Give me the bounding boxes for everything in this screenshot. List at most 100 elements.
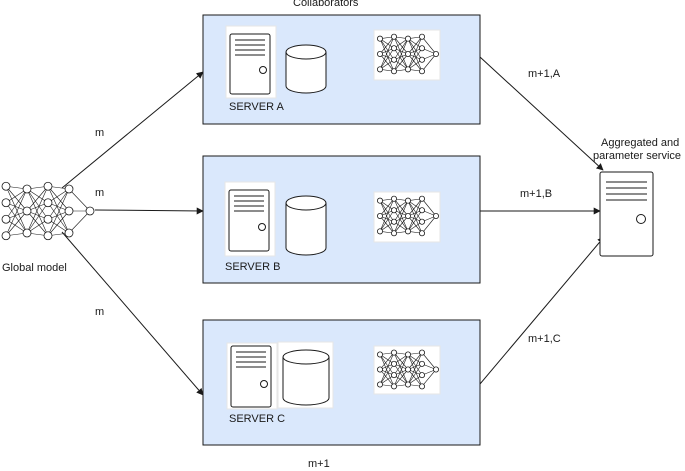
network-node — [390, 33, 397, 40]
network-edge — [393, 38, 409, 72]
network-edge — [393, 210, 409, 232]
network-edge — [421, 198, 437, 217]
network-node — [22, 184, 32, 194]
footer-label: m+1 — [308, 458, 330, 470]
network-node — [390, 349, 397, 356]
network-edge — [26, 202, 49, 234]
aggregator-server-icon — [599, 171, 654, 257]
network-node — [418, 360, 425, 367]
network-edge — [47, 186, 70, 212]
network-node — [418, 218, 425, 225]
network-edge — [47, 186, 70, 234]
network-edge — [407, 352, 423, 370]
network-node — [43, 214, 53, 224]
network-node — [418, 349, 425, 356]
network-edge — [379, 210, 395, 232]
network-edge — [68, 188, 91, 212]
network-node — [390, 230, 397, 237]
network-edge — [393, 354, 409, 387]
network-node — [418, 195, 425, 202]
network-node — [22, 206, 32, 216]
network-edge — [26, 210, 49, 236]
network-node — [432, 212, 439, 219]
edge-label-out-c: m+1,C — [528, 333, 561, 345]
network-edge — [407, 38, 423, 60]
network-edge — [379, 48, 395, 70]
network-node — [1, 198, 11, 208]
network-node — [404, 197, 411, 204]
network-node — [418, 45, 425, 52]
network-node — [390, 56, 397, 63]
network-edge — [407, 352, 423, 385]
network-edge — [379, 354, 395, 387]
network-edge — [421, 215, 437, 234]
network-node — [43, 181, 53, 191]
server-b-neural-network-icon — [376, 195, 439, 237]
network-edge — [68, 210, 91, 234]
edge-label-in-c: m — [95, 306, 105, 318]
network-edge — [26, 188, 49, 220]
network-edge — [407, 354, 423, 376]
server-b-server-icon — [224, 181, 276, 257]
network-edge — [407, 48, 423, 70]
network-node — [376, 381, 383, 388]
network-node — [376, 35, 383, 42]
network-edge — [407, 200, 423, 222]
network-node — [404, 351, 411, 358]
network-node — [390, 360, 397, 367]
network-edge — [26, 186, 49, 234]
edge-server-a-to-aggregator — [479, 56, 604, 171]
network-edge — [379, 38, 395, 60]
aggregator-label-line2: parameter service — [593, 150, 682, 162]
network-node — [418, 68, 425, 75]
network-node — [390, 383, 397, 390]
server-b-database-icon — [285, 195, 327, 256]
network-edge — [393, 369, 409, 387]
server-a-database-icon — [285, 44, 327, 94]
network-edge — [393, 53, 409, 72]
network-edge — [421, 369, 437, 387]
server-c-server-icon — [226, 342, 278, 410]
network-node — [64, 184, 74, 194]
network-edge — [379, 198, 395, 232]
network-edge — [407, 38, 423, 72]
network-node — [404, 35, 411, 42]
network-edge — [5, 210, 28, 236]
network-node — [404, 66, 411, 73]
network-node — [390, 372, 397, 379]
network-node — [418, 207, 425, 214]
network-edge — [379, 200, 395, 234]
network-edge — [393, 352, 409, 385]
network-edge — [407, 369, 423, 387]
global-model-network-icon — [1, 181, 95, 241]
network-edge — [407, 363, 423, 385]
server-b-label: SERVER B — [225, 261, 281, 273]
network-node — [418, 56, 425, 63]
edge-global-to-server-a — [61, 71, 204, 189]
network-edge — [5, 188, 28, 236]
network-edge — [379, 215, 395, 234]
network-node — [418, 383, 425, 390]
network-node — [432, 366, 439, 373]
edge-global-to-server-b — [94, 207, 204, 215]
network-edge — [5, 188, 28, 220]
network-edge — [407, 200, 423, 234]
network-edge — [393, 363, 409, 385]
network-edge — [26, 188, 49, 236]
network-edge — [393, 200, 409, 222]
edge-label-out-b: m+1,B — [520, 188, 553, 200]
network-edge — [379, 200, 395, 222]
network-edge — [379, 38, 395, 72]
network-node — [376, 197, 383, 204]
network-node — [404, 228, 411, 235]
network-node — [1, 231, 11, 241]
network-edge — [393, 354, 409, 376]
network-node — [404, 51, 411, 58]
network-edge — [26, 186, 49, 212]
server-a-neural-network-icon — [376, 33, 439, 75]
network-edge — [407, 36, 423, 70]
network-node — [404, 212, 411, 219]
edge-server-c-to-aggregator — [479, 236, 605, 385]
network-edge — [407, 53, 423, 72]
network-edge — [379, 369, 395, 387]
